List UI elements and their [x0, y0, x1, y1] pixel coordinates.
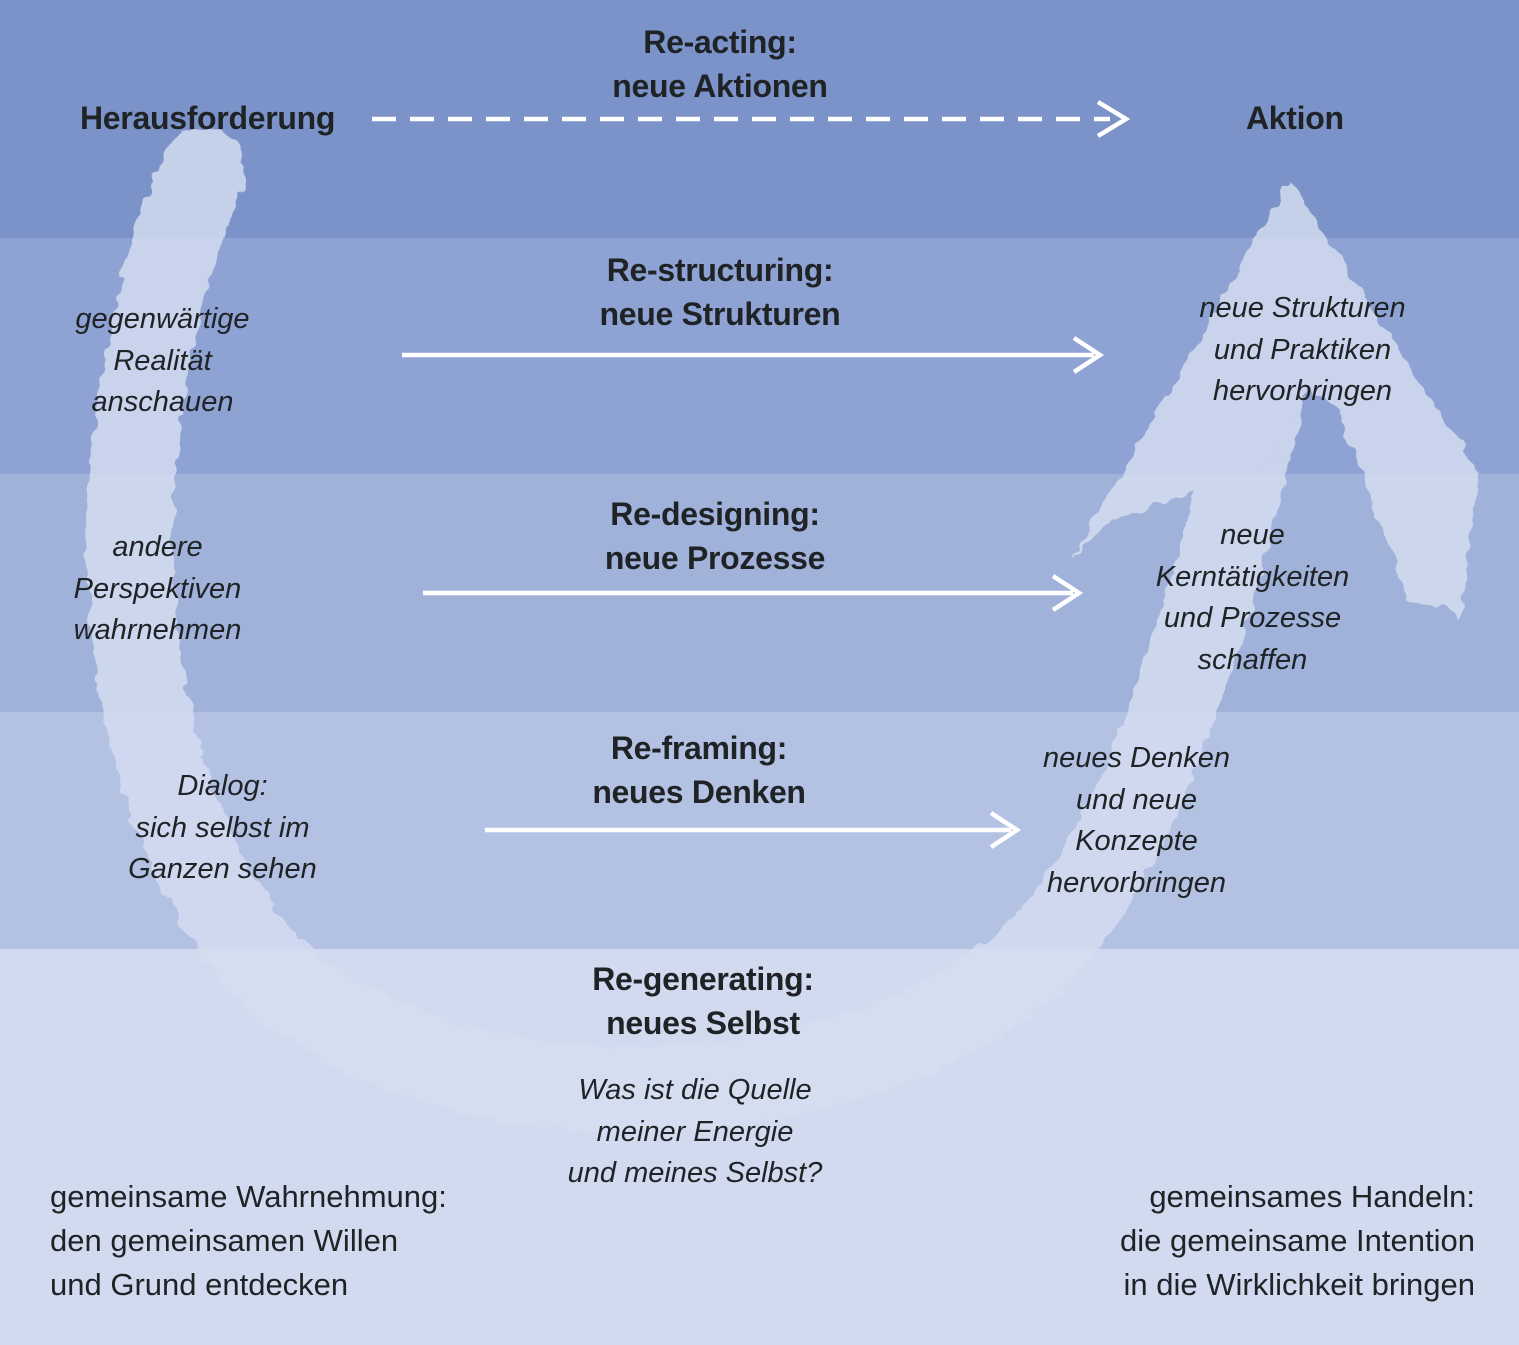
reframing-arrowhead	[989, 811, 1022, 849]
reacting-arrowhead	[1096, 100, 1131, 138]
reframing-left-line-3: Ganzen sehen	[128, 853, 317, 885]
reframing-right-text: neues Denken und neue Konzepte hervorbri…	[1014, 738, 1259, 904]
redesigning-left-line-2: Perspektiven	[73, 572, 242, 605]
band-regenerating	[0, 949, 1519, 1345]
redesigning-right-line-4: schaffen	[1197, 643, 1308, 676]
restructuring-arrowhead	[1072, 336, 1105, 374]
u-curve-stroke	[87, 127, 1333, 1132]
regenerating-title: Re-generating: neues Selbst	[553, 957, 853, 1045]
reframing-right-line-2: und neue	[1076, 783, 1197, 816]
regenerating-question-line-3: und meines Selbst?	[567, 1157, 823, 1189]
bottom-left-line-1: gemeinsame Wahrnehmung:	[50, 1179, 447, 1214]
reframing-left-text: Dialog: sich selbst im Ganzen sehen	[100, 766, 345, 891]
restructuring-right-line-2: und Praktiken	[1213, 333, 1392, 366]
reframing-title-line-1: Re-framing:	[610, 730, 788, 766]
regenerating-title-line-2: neues Selbst	[606, 1005, 800, 1041]
redesigning-title-line-1: Re-designing:	[610, 496, 820, 532]
bottom-left-line-3: und Grund entdecken	[50, 1267, 349, 1302]
bottom-right-text: gemeinsames Handeln: die gemeinsame Inte…	[1120, 1175, 1475, 1307]
regenerating-question: Was ist die Quelle meiner Energie und me…	[545, 1070, 845, 1195]
restructuring-left-text: gegenwärtige Realität anschauen	[40, 299, 285, 424]
restructuring-right-line-3: hervorbringen	[1213, 375, 1392, 407]
redesigning-right-text: neue Kerntätigkeiten und Prozesse schaff…	[1130, 515, 1375, 681]
reframing-title: Re-framing: neues Denken	[549, 726, 849, 814]
redesigning-right-line-2: Kerntätigkeiten	[1155, 560, 1350, 593]
bottom-right-line-1: gemeinsames Handeln:	[1149, 1179, 1475, 1214]
reframing-right-line-4: hervorbringen	[1047, 866, 1226, 899]
restructuring-left-line-1: gegenwärtige	[75, 303, 250, 335]
bottom-left-line-2: den gemeinsamen Willen	[50, 1223, 399, 1258]
reacting-title-line-2: neue Aktionen	[612, 68, 828, 104]
redesigning-right-line-1: neue	[1220, 519, 1285, 551]
reacting-title: Re-acting: neue Aktionen	[570, 20, 870, 108]
regenerating-question-line-2: meiner Energie	[596, 1115, 794, 1148]
regenerating-title-line-1: Re-generating:	[592, 961, 814, 997]
u-curve-arrowhead	[1072, 180, 1478, 615]
reframing-left-line-2: sich selbst im	[135, 811, 310, 844]
redesigning-left-line-3: wahrnehmen	[73, 614, 242, 646]
redesigning-left-text: andere Perspektiven wahrnehmen	[35, 527, 280, 652]
reframing-right-line-3: Konzepte	[1075, 825, 1198, 857]
bottom-right-line-3: in die Wirklichkeit bringen	[1123, 1267, 1475, 1302]
herausforderung-label: Herausforderung	[80, 100, 336, 136]
redesigning-arrowhead	[1051, 574, 1084, 612]
aktion-label: Aktion	[1246, 100, 1344, 136]
bottom-right-line-2: die gemeinsame Intention	[1119, 1223, 1475, 1258]
redesigning-title: Re-designing: neue Prozesse	[565, 492, 865, 580]
reframing-title-line-2: neues Denken	[592, 774, 806, 810]
restructuring-right-line-1: neue Strukturen	[1199, 292, 1406, 324]
restructuring-left-line-3: anschauen	[91, 386, 234, 418]
reframing-right-line-1: neues Denken	[1042, 742, 1231, 774]
restructuring-title-line-2: neue Strukturen	[599, 296, 841, 332]
redesigning-title-line-2: neue Prozesse	[604, 540, 826, 576]
redesigning-right-line-3: und Prozesse	[1163, 602, 1342, 634]
restructuring-left-line-2: Realität	[113, 344, 212, 377]
restructuring-title-line-1: Re-structuring:	[606, 252, 834, 288]
reacting-title-line-1: Re-acting:	[643, 24, 797, 60]
restructuring-right-text: neue Strukturen und Praktiken hervorbrin…	[1180, 288, 1425, 413]
bottom-left-text: gemeinsame Wahrnehmung: den gemeinsamen …	[50, 1175, 447, 1307]
redesigning-left-line-1: andere	[112, 531, 203, 563]
restructuring-title: Re-structuring: neue Strukturen	[570, 248, 870, 336]
reframing-left-line-1: Dialog:	[177, 770, 268, 802]
regenerating-question-line-1: Was ist die Quelle	[578, 1074, 812, 1106]
